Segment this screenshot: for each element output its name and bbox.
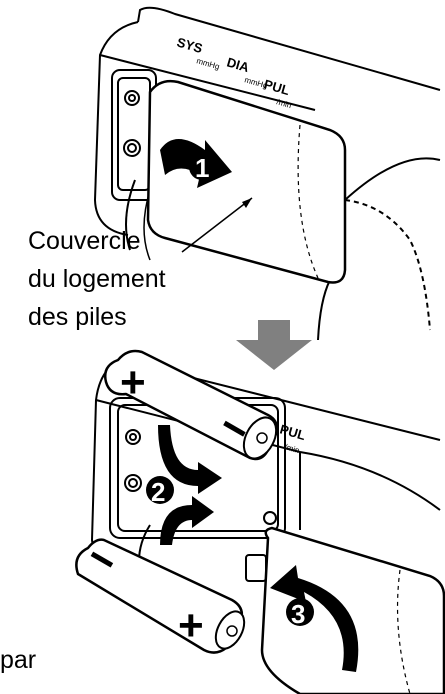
step-2-number: 2 — [151, 477, 165, 507]
callout-pointer-line — [181, 197, 253, 253]
device-top-view — [93, 6, 441, 341]
battery-bottom: − + — [75, 530, 246, 654]
step-2-arrows: 2 — [146, 425, 222, 545]
step-3-arrow: 3 — [270, 565, 359, 672]
callout-line-3: des piles — [28, 303, 127, 331]
battery-cover-callout: Couvercle du logement des piles — [28, 222, 198, 336]
pul-unit-label: /min — [275, 97, 292, 110]
sys-label: SYS — [175, 34, 204, 56]
pul-unit-label-bottom: /min — [283, 442, 300, 455]
pul-label: PUL — [262, 76, 291, 98]
sequence-down-arrow — [236, 320, 312, 370]
battery-cover — [146, 79, 347, 284]
step-1-arrow: 1 — [160, 139, 232, 188]
device-label-group: SYS mmHg DIA mmHg PUL /min — [175, 34, 292, 110]
bottom-label-group: PUL /min — [278, 421, 307, 455]
pul-label-bottom: PUL — [278, 421, 307, 443]
battery-cover-replace — [260, 526, 445, 694]
battery-top-plus: + — [120, 358, 146, 407]
callout-pointer-head — [242, 198, 252, 208]
truncated-caption-fragment: par — [0, 646, 37, 674]
callout-line-1: Couvercle — [28, 227, 141, 255]
battery-bottom-plus: + — [178, 601, 204, 650]
battery-top: + − — [104, 349, 279, 461]
step-1-number: 1 — [195, 153, 209, 183]
dia-label: DIA — [225, 54, 251, 75]
sys-unit-label: mmHg — [195, 56, 220, 71]
callout-line-2: du logement — [28, 265, 166, 293]
step-3-number: 3 — [291, 599, 305, 629]
